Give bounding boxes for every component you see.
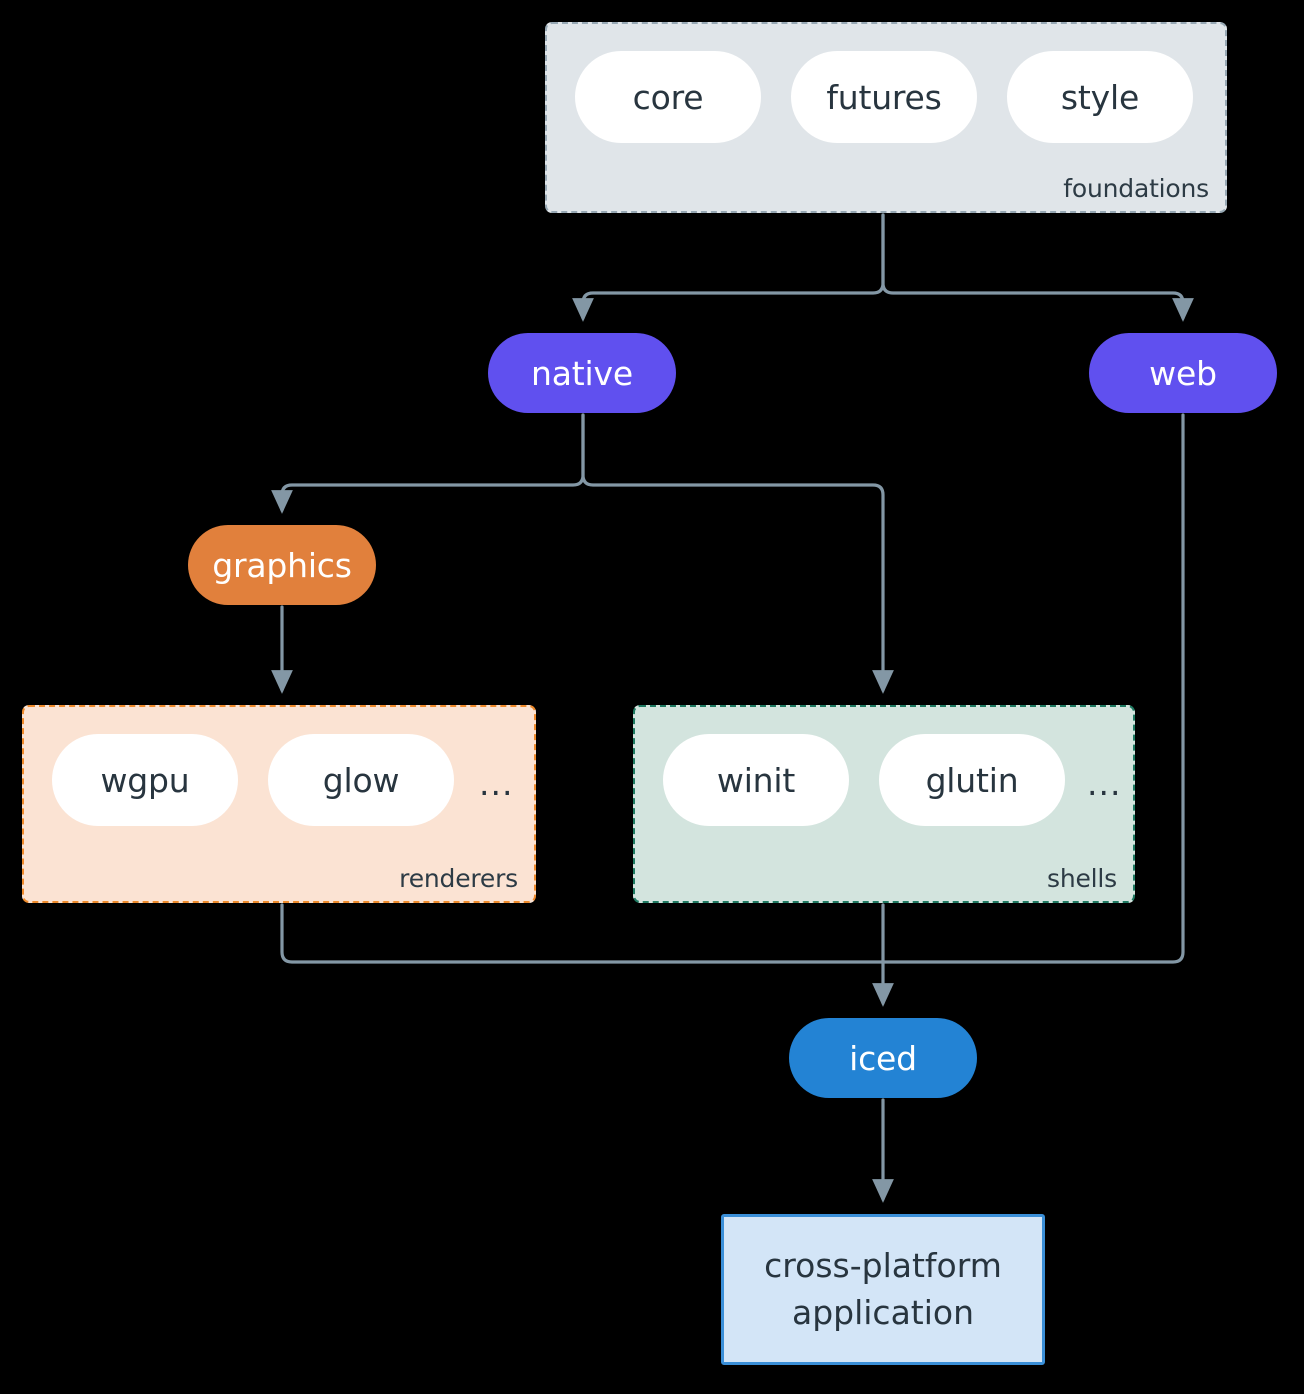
node-graphics[interactable]: graphics [188,525,376,605]
node-style[interactable]: style [1007,51,1193,143]
cluster-foundations-label: foundations [1063,174,1209,203]
node-iced-label: iced [849,1038,917,1078]
cluster-foundations: core futures style foundations [545,22,1227,213]
cluster-shells-label: shells [1047,864,1117,893]
node-application-label-line1: cross-platform [764,1245,1002,1285]
node-winit[interactable]: winit [663,734,849,826]
node-native[interactable]: native [488,333,676,413]
node-wgpu-label: wgpu [100,760,190,800]
cluster-renderers: wgpu glow ... renderers [22,705,536,903]
node-core[interactable]: core [575,51,761,143]
cluster-shells: winit glutin ... shells [633,705,1135,903]
edge-foundations-to-native [572,213,885,322]
node-style-label: style [1060,77,1140,117]
cluster-renderers-label: renderers [399,864,518,893]
node-application-label-line2: application [791,1292,975,1332]
node-winit-label: winit [716,760,796,800]
node-web-label: web [1149,353,1217,393]
node-wgpu[interactable]: wgpu [52,734,238,826]
node-glow-label: glow [322,760,400,800]
node-glutin[interactable]: glutin [879,734,1065,826]
shells-ellipsis: ... [1087,764,1122,803]
node-iced[interactable]: iced [789,1018,977,1098]
node-glutin-label: glutin [925,760,1019,800]
node-native-label: native [531,353,633,393]
node-futures-label: futures [826,77,942,117]
edge-foundations-to-web [881,213,1194,322]
edge-native-to-shells [581,413,894,694]
node-cross-platform-application[interactable]: cross-platform application [721,1214,1045,1365]
node-futures[interactable]: futures [791,51,977,143]
node-core-label: core [632,77,704,117]
node-graphics-label: graphics [212,545,352,585]
edge-native-to-graphics [271,413,585,514]
node-web[interactable]: web [1089,333,1277,413]
renderers-ellipsis: ... [479,764,514,803]
node-glow[interactable]: glow [268,734,454,826]
edge-renderers-to-iced [280,903,885,964]
